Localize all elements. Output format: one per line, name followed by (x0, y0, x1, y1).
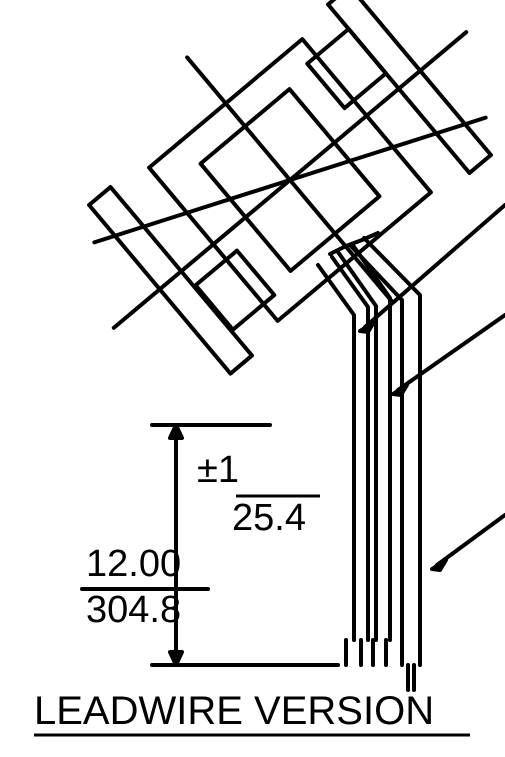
tolerance-bottom: 25.4 (232, 497, 306, 539)
leadwires (316, 231, 422, 692)
length-bottom: 304.8 (86, 589, 181, 631)
drawing-title: LEADWIRE VERSION (34, 689, 434, 733)
dimension-texts: ±1 25.4 12.00 304.8 (86, 449, 306, 631)
length-top: 12.00 (86, 543, 181, 585)
dimension-lines (80, 203, 505, 667)
tolerance-top: ±1 (197, 449, 239, 491)
sensor-housing (87, 0, 493, 376)
